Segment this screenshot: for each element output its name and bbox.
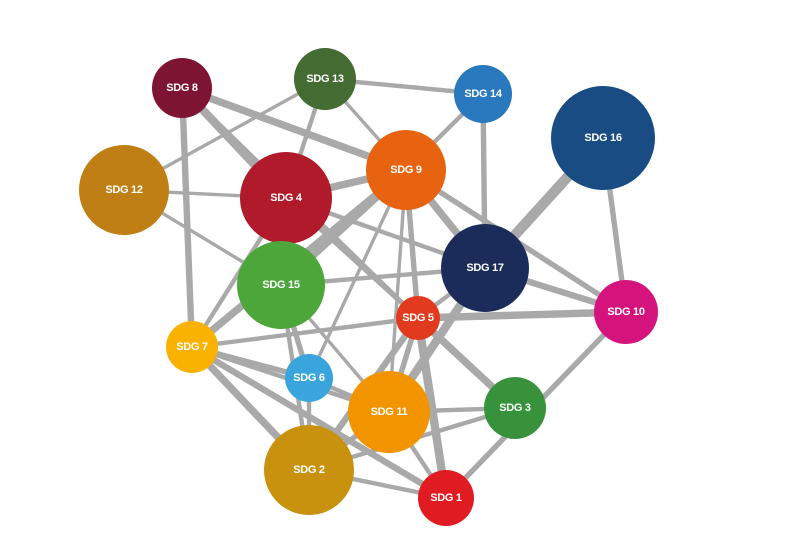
node-circle-sdg12 <box>79 145 169 235</box>
node-layer: SDG 1 SDG 2 SDG 3 SDG 4 SDG 5 SDG 6 SDG 7 SDG 8… <box>79 48 658 526</box>
node-label-sdg8: SDG 8 <box>166 82 198 94</box>
node-label-sdg9: SDG 9 <box>390 164 422 176</box>
node-label-sdg16: SDG 16 <box>584 132 622 144</box>
node-sdg13[interactable]: SDG 13 <box>294 48 356 110</box>
node-circle-sdg16 <box>551 86 655 190</box>
edge-sdg5-sdg10 <box>414 308 630 322</box>
node-label-sdg13: SDG 13 <box>306 73 344 85</box>
node-label-sdg6: SDG 6 <box>293 372 325 384</box>
node-sdg11[interactable]: SDG 11 <box>348 371 430 453</box>
node-label-sdg10: SDG 10 <box>607 306 645 318</box>
node-circle-sdg10 <box>594 280 658 344</box>
edge-sdg5-sdg1 <box>413 313 451 503</box>
node-circle-sdg2 <box>264 425 354 515</box>
node-sdg15[interactable]: SDG 15 <box>237 241 325 329</box>
node-label-sdg17: SDG 17 <box>466 262 504 274</box>
node-sdg3[interactable]: SDG 3 <box>484 377 546 439</box>
node-label-sdg12: SDG 12 <box>105 184 143 196</box>
node-label-sdg2: SDG 2 <box>293 464 325 476</box>
node-sdg16[interactable]: SDG 16 <box>551 86 655 190</box>
node-circle-sdg14 <box>454 65 512 123</box>
edge-sdg5-sdg7 <box>189 315 421 350</box>
node-circle-sdg5 <box>396 296 440 340</box>
node-label-sdg4: SDG 4 <box>270 192 303 204</box>
node-sdg4[interactable]: SDG 4 <box>240 152 332 244</box>
node-circle-sdg13 <box>294 48 356 110</box>
node-sdg2[interactable]: SDG 2 <box>264 425 354 515</box>
node-circle-sdg3 <box>484 377 546 439</box>
node-label-sdg5: SDG 5 <box>402 312 434 324</box>
node-label-sdg11: SDG 11 <box>371 406 408 418</box>
node-circle-sdg9 <box>366 130 446 210</box>
node-circle-sdg7 <box>166 321 218 373</box>
node-label-sdg15: SDG 15 <box>262 279 300 291</box>
node-sdg5[interactable]: SDG 5 <box>396 296 440 340</box>
node-label-sdg3: SDG 3 <box>499 402 531 414</box>
node-circle-sdg4 <box>240 152 332 244</box>
node-circle-sdg15 <box>237 241 325 329</box>
node-sdg17[interactable]: SDG 17 <box>441 224 529 312</box>
node-sdg14[interactable]: SDG 14 <box>454 65 512 123</box>
edge-sdg7-sdg1 <box>188 343 450 502</box>
node-label-sdg14: SDG 14 <box>464 88 503 100</box>
node-sdg1[interactable]: SDG 1 <box>418 470 474 526</box>
node-sdg12[interactable]: SDG 12 <box>79 145 169 235</box>
node-circle-sdg8 <box>152 58 212 118</box>
node-sdg8[interactable]: SDG 8 <box>152 58 212 118</box>
node-sdg6[interactable]: SDG 6 <box>285 354 333 402</box>
node-label-sdg7: SDG 7 <box>176 341 208 353</box>
node-circle-sdg11 <box>348 371 430 453</box>
node-sdg10[interactable]: SDG 10 <box>594 280 658 344</box>
node-circle-sdg17 <box>441 224 529 312</box>
node-circle-sdg6 <box>285 354 333 402</box>
node-circle-sdg1 <box>418 470 474 526</box>
node-sdg9[interactable]: SDG 9 <box>366 130 446 210</box>
node-label-sdg1: SDG 1 <box>430 492 462 504</box>
node-sdg7[interactable]: SDG 7 <box>166 321 218 373</box>
edge-sdg8-sdg7 <box>178 84 196 351</box>
